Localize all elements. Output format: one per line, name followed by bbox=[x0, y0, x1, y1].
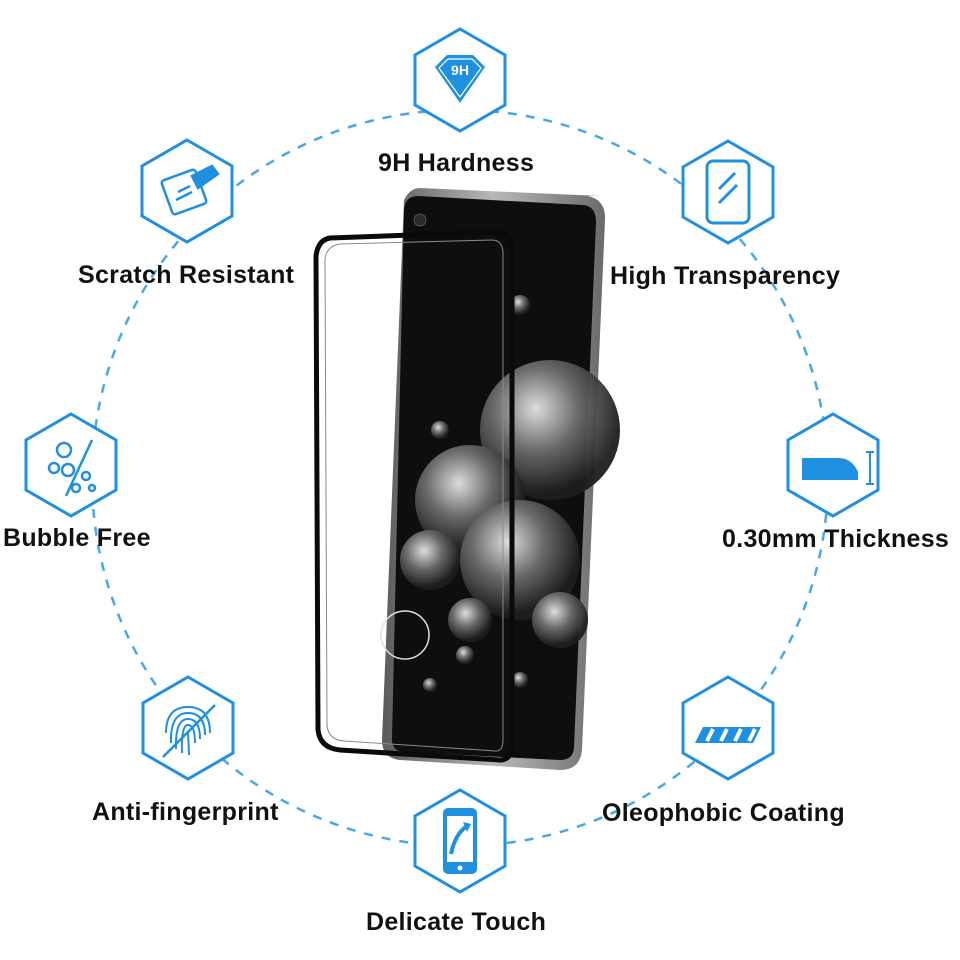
scratch-resistant-icon bbox=[160, 164, 220, 216]
hex-delicate-touch bbox=[405, 786, 515, 896]
hex-9h-hardness: 9H bbox=[405, 25, 515, 135]
label-high-transparency: High Transparency bbox=[610, 262, 841, 290]
hex-bubble-free bbox=[16, 410, 126, 520]
label-9h-hardness: 9H Hardness bbox=[378, 149, 535, 177]
oleophobic-coating-icon bbox=[695, 727, 761, 743]
fingerprint-icon bbox=[162, 704, 216, 758]
phone-body bbox=[380, 188, 620, 770]
label-oleophobic-coating: Oleophobic Coating bbox=[602, 799, 845, 827]
label-thickness: 0.30mm Thickness bbox=[722, 525, 950, 553]
transparent-screen-icon bbox=[705, 159, 751, 225]
hex-oleophobic-coating bbox=[673, 673, 783, 783]
thickness-icon bbox=[802, 451, 874, 485]
hex-high-transparency bbox=[673, 137, 783, 247]
label-anti-fingerprint: Anti-fingerprint bbox=[92, 798, 279, 826]
screen-protector-outline bbox=[313, 229, 515, 763]
hex-anti-fingerprint bbox=[133, 673, 243, 783]
label-delicate-touch: Delicate Touch bbox=[366, 908, 547, 936]
label-bubble-free: Bubble Free bbox=[3, 524, 151, 552]
diamond-9h-icon: 9H bbox=[435, 55, 485, 103]
diamond-badge-text: 9H bbox=[451, 62, 469, 78]
touch-phone-icon bbox=[443, 808, 477, 874]
hex-scratch-resistant bbox=[132, 136, 242, 246]
label-scratch-resistant: Scratch Resistant bbox=[78, 261, 295, 289]
bubbles-icon bbox=[47, 439, 97, 497]
hex-thickness bbox=[778, 410, 888, 520]
